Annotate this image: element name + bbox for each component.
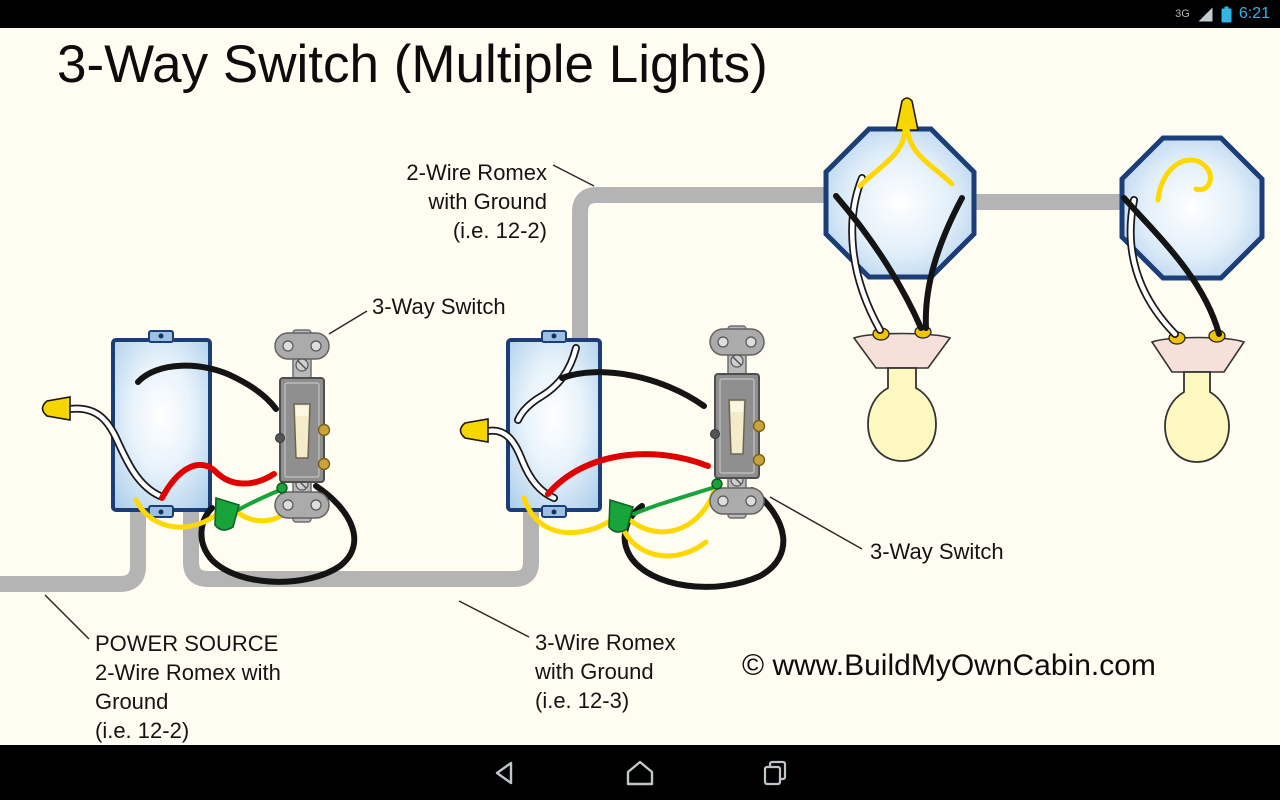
label-2wire-romex-top: 2-Wire Romex with Ground (i.e. 12-2) <box>406 160 547 243</box>
label-power-source: POWER SOURCE 2-Wire Romex with Ground (i… <box>95 631 281 743</box>
light-bulb-1 <box>867 367 937 462</box>
back-icon <box>495 761 513 784</box>
diagram-canvas: 3-Way Switch (Multiple Lights) 2-Wire Ro… <box>0 28 1280 745</box>
status-bar: 3G 6:21 <box>0 0 1280 28</box>
light-bulb-2 <box>1164 371 1230 463</box>
label-3way-switch-2: 3-Way Switch <box>870 539 1004 564</box>
three-wire-cable <box>183 496 539 587</box>
battery-icon <box>1221 6 1232 22</box>
copyright-text: © www.BuildMyOwnCabin.com <box>742 649 1156 682</box>
wiring-diagram-svg <box>0 97 1265 640</box>
label-3way-switch-1: 3-Way Switch <box>372 294 506 319</box>
wire-nut-yellow-top <box>895 97 919 131</box>
recents-icon <box>763 760 787 785</box>
lamp-fixture-2 <box>1150 329 1246 463</box>
wire-nut-green-1 <box>214 496 240 531</box>
red-wires <box>159 451 711 501</box>
three-way-switch-2 <box>709 325 766 519</box>
three-way-switch-1 <box>274 329 331 523</box>
wire-nut-yellow-1 <box>41 396 71 421</box>
signal-strength-icon <box>1198 7 1213 21</box>
navigation-bar <box>0 745 1280 800</box>
wire-nut-yellow-2 <box>459 418 489 443</box>
back-button[interactable] <box>475 749 535 797</box>
home-button[interactable] <box>610 749 670 797</box>
ceiling-box-1 <box>823 126 977 280</box>
clock: 6:21 <box>1238 5 1270 22</box>
wire-nut-green-2 <box>608 498 634 533</box>
power-source-cable <box>0 496 146 592</box>
label-3wire-romex: 3-Wire Romex with Ground (i.e. 12-3) <box>535 630 676 713</box>
lamp-fixture-1 <box>852 325 952 462</box>
black-wires <box>135 193 1222 590</box>
two-wire-cable-to-lights <box>572 187 840 356</box>
recents-button[interactable] <box>745 749 805 797</box>
label-pointer-lines <box>44 164 863 640</box>
white-wires <box>66 174 1179 502</box>
network-type-label: 3G <box>1175 8 1190 20</box>
switch-box-1 <box>111 330 212 518</box>
home-icon <box>626 760 654 785</box>
diagram-title: 3-Way Switch (Multiple Lights) <box>57 35 768 94</box>
ground-wires <box>236 486 714 516</box>
